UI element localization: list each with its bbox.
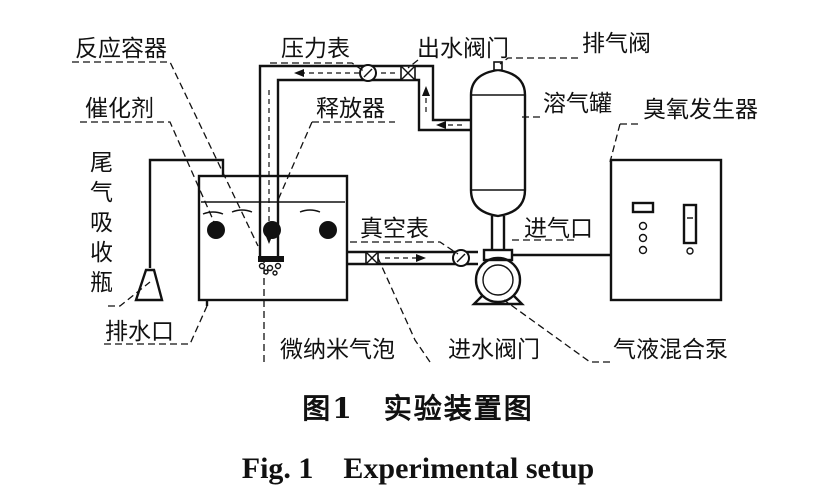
catalyst-ball [207, 221, 225, 239]
caption-zh: 图1 实验装置图 [302, 392, 533, 425]
label-vent-valve: 排气阀 [582, 31, 651, 57]
tail-gas-char: 收 [90, 240, 113, 266]
gas-liquid-pump [471, 248, 525, 306]
label-gas-liquid-pump: 气液混合泵 [613, 337, 728, 363]
pressure-gauge [359, 64, 377, 82]
vent-valve [493, 61, 503, 71]
leader-lines [72, 57, 638, 363]
label-micro-nano-bubbles: 微纳米气泡 [280, 337, 395, 363]
label-reactor: 反应容器 [75, 36, 167, 62]
ozone-generator [609, 158, 723, 302]
caption-en: Fig. 1 Experimental setup [242, 452, 595, 485]
label-tail-gas-bottle: 尾 气 吸 收 瓶 [90, 150, 113, 296]
label-pressure-gauge: 压力表 [281, 36, 350, 62]
label-drain-outlet: 排水口 [105, 319, 174, 345]
label-outlet-valve: 出水阀门 [417, 36, 509, 62]
label-air-inlet: 进气口 [524, 216, 593, 242]
releaser-pipe [258, 64, 470, 256]
label-ozone-generator: 臭氧发生器 [643, 97, 758, 123]
label-vacuum-gauge: 真空表 [360, 216, 429, 242]
vacuum-gauge [452, 249, 470, 267]
label-dissolved-air-tank: 溶气罐 [543, 91, 612, 117]
tail-gas-char: 气 [90, 180, 113, 206]
releaser-head [258, 256, 284, 276]
catalyst-ball [319, 221, 337, 239]
label-inlet-valve: 进水阀门 [448, 337, 540, 363]
tail-gas-char: 尾 [90, 150, 113, 176]
outlet-valve [400, 65, 416, 81]
dissolved-air-tank [469, 61, 527, 250]
label-releaser: 释放器 [316, 96, 385, 122]
inlet-valve [365, 251, 379, 265]
label-catalyst: 催化剂 [85, 96, 154, 122]
reactor-vessel [197, 174, 349, 306]
tail-gas-char: 瓶 [90, 270, 113, 296]
tail-gas-char: 吸 [90, 210, 113, 236]
